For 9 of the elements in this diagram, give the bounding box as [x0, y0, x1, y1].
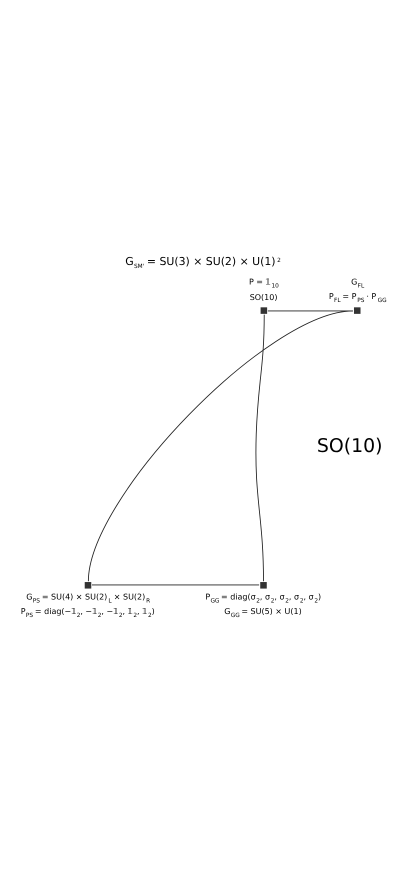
node-box: [354, 307, 361, 314]
connector: [255, 314, 265, 582]
connector: [92, 584, 260, 586]
node-box: [260, 582, 267, 589]
node-box: [260, 307, 268, 314]
connector: [88, 310, 354, 582]
diagram-title: G$_{SM'}$ = SU(3) × SU(2) × U(1)$^{2}$: [125, 254, 281, 270]
node-box: [84, 582, 92, 589]
label: SO(10): [316, 435, 383, 458]
